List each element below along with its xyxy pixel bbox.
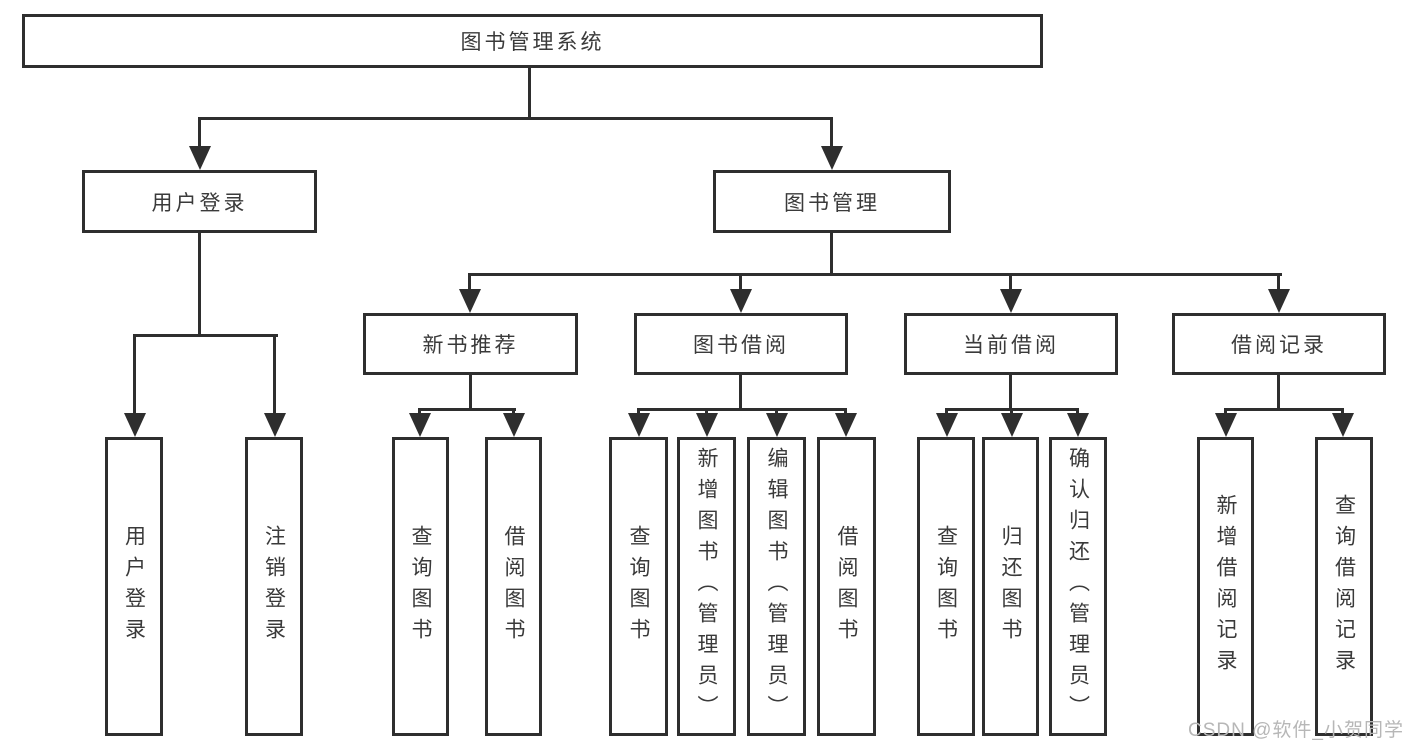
arrow-down-icon: [124, 413, 146, 437]
arrow-down-icon: [766, 413, 788, 437]
arrow-down-icon: [1067, 413, 1089, 437]
connector-line: [739, 273, 742, 293]
arrow-down-icon: [264, 413, 286, 437]
arrow-down-icon: [1001, 413, 1023, 437]
leaf-logout: 注销登录: [245, 437, 303, 736]
csdn-watermark: CSDN @软件_小贺同学: [1188, 720, 1404, 741]
leaf-borrow-books: 借阅图书: [817, 437, 876, 736]
leaf-label: 查询图书: [627, 524, 650, 649]
leaf-label: 新增图书（管理员）: [695, 447, 718, 726]
connector-line: [198, 117, 833, 120]
arrow-down-icon: [1268, 289, 1290, 313]
node-label: 图书管理系统: [460, 31, 605, 54]
arrow-down-icon: [628, 413, 650, 437]
leaf-label: 编辑图书（管理员）: [765, 447, 788, 726]
node-book-borrowing: 图书借阅: [634, 313, 848, 375]
arrow-down-icon: [189, 146, 211, 170]
node-label: 用户登录: [151, 191, 248, 215]
connector-line: [468, 273, 471, 293]
node-library-management-system: 图书管理系统: [22, 14, 1043, 68]
arrow-down-icon: [835, 413, 857, 437]
connector-line: [418, 408, 516, 411]
connector-line: [830, 117, 833, 150]
arrow-down-icon: [409, 413, 431, 437]
arrow-down-icon: [459, 289, 481, 313]
leaf-borrow-books-recommend: 借阅图书: [485, 437, 542, 736]
connector-line: [1009, 273, 1012, 293]
arrow-down-icon: [730, 289, 752, 313]
leaf-query-borrow-record: 查询借阅记录: [1315, 437, 1373, 736]
connector-line: [1277, 375, 1280, 411]
connector-line: [830, 233, 833, 275]
arrow-down-icon: [696, 413, 718, 437]
arrow-down-icon: [936, 413, 958, 437]
node-label: 图书管理: [784, 191, 880, 215]
arrow-down-icon: [1332, 413, 1354, 437]
arrow-down-icon: [503, 413, 525, 437]
leaf-label: 查询借阅记录: [1332, 493, 1356, 680]
leaf-label: 查询图书: [934, 524, 958, 649]
leaf-query-books-current: 查询图书: [917, 437, 975, 736]
node-current-borrowing: 当前借阅: [904, 313, 1118, 375]
node-label: 图书借阅: [693, 334, 789, 357]
connector-line: [469, 375, 472, 411]
connector-line: [133, 334, 278, 337]
leaf-label: 注销登录: [262, 524, 286, 649]
connector-line: [273, 334, 276, 415]
connector-line: [198, 233, 201, 336]
leaf-label: 查询图书: [409, 524, 432, 649]
arrow-down-icon: [1215, 413, 1237, 437]
node-user-login: 用户登录: [82, 170, 317, 233]
node-label: 新书推荐: [422, 334, 519, 357]
leaf-edit-book-admin: 编辑图书（管理员）: [747, 437, 806, 736]
leaf-query-books-borrowing: 查询图书: [609, 437, 668, 736]
node-label: 借阅记录: [1231, 334, 1327, 357]
connector-line: [1224, 408, 1344, 411]
connector-line: [468, 273, 1282, 276]
leaf-label: 归还图书: [999, 524, 1022, 649]
leaf-return-book: 归还图书: [982, 437, 1039, 736]
leaf-user-login: 用户登录: [105, 437, 163, 736]
leaf-label: 借阅图书: [502, 524, 525, 649]
leaf-query-books-recommend: 查询图书: [392, 437, 449, 736]
leaf-label: 借阅图书: [835, 524, 858, 649]
connector-line: [1277, 273, 1280, 293]
arrow-down-icon: [821, 146, 843, 170]
node-book-management: 图书管理: [713, 170, 951, 233]
leaf-label: 用户登录: [122, 524, 146, 649]
connector-line: [739, 375, 742, 411]
connector-line: [133, 334, 136, 415]
node-label: 当前借阅: [963, 334, 1059, 357]
connector-line: [1009, 375, 1012, 411]
leaf-add-borrow-record: 新增借阅记录: [1197, 437, 1254, 736]
connector-line: [198, 117, 201, 150]
arrow-down-icon: [1000, 289, 1022, 313]
connector-line: [637, 408, 847, 411]
node-new-book-recommend: 新书推荐: [363, 313, 578, 375]
leaf-label: 新增借阅记录: [1214, 493, 1237, 680]
leaf-confirm-return-admin: 确认归还（管理员）: [1049, 437, 1107, 736]
node-borrowing-records: 借阅记录: [1172, 313, 1386, 375]
leaf-add-book-admin: 新增图书（管理员）: [677, 437, 736, 736]
leaf-label: 确认归还（管理员）: [1066, 447, 1090, 726]
connector-line: [528, 68, 531, 117]
